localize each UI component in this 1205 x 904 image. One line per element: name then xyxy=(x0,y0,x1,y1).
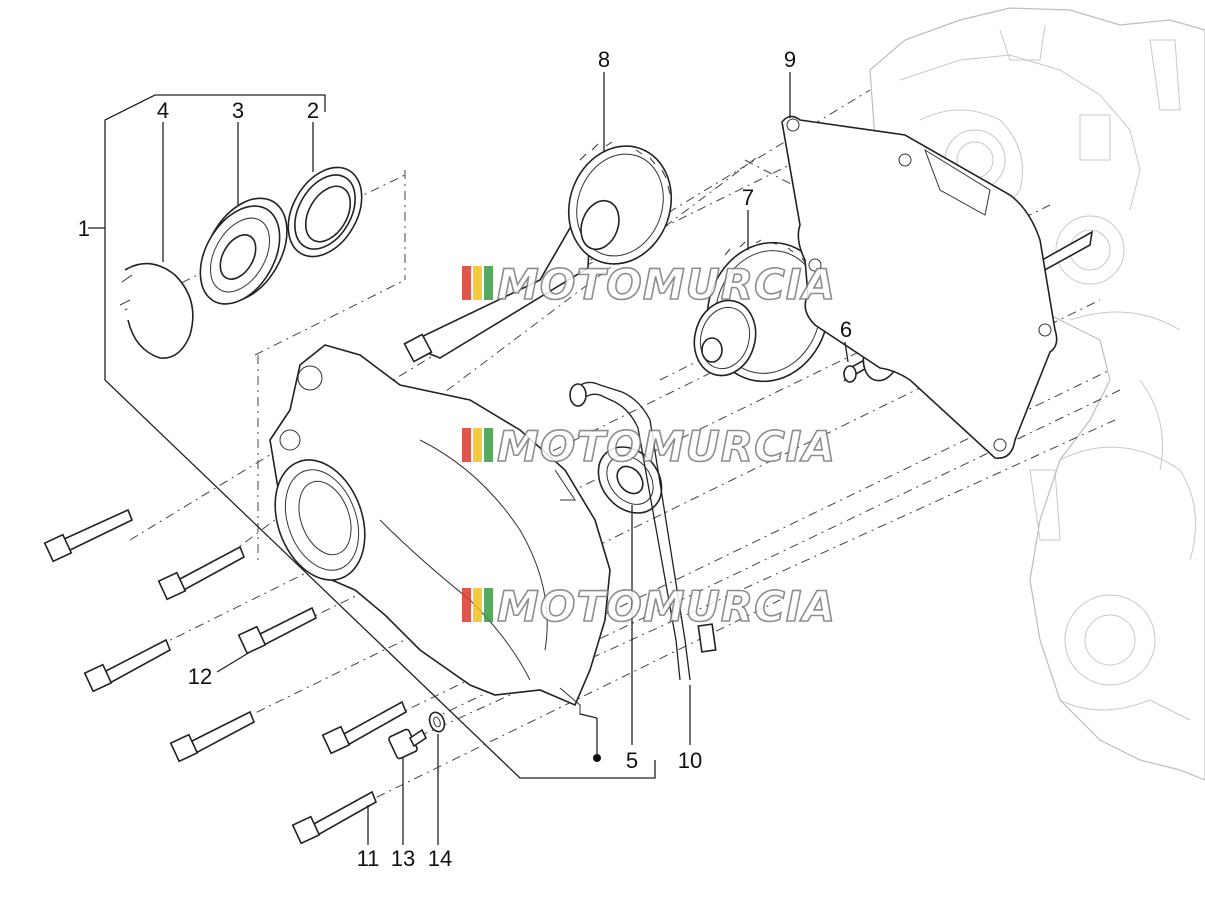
bolt xyxy=(157,545,246,601)
bolt xyxy=(237,606,318,655)
circlip-part-4 xyxy=(119,262,194,359)
bolt xyxy=(83,638,172,693)
callout-labels: 1 2 3 4 5 6 7 8 9 10 11 12 13 14 xyxy=(78,47,852,871)
flag-stripe-red xyxy=(462,428,471,462)
callout-1: 1 xyxy=(78,216,90,241)
callout-11: 11 xyxy=(357,846,380,871)
watermark-2: MOTOMURCIA xyxy=(462,421,836,472)
callout-4: 4 xyxy=(157,98,169,123)
socket-screw-part-13 xyxy=(388,728,428,760)
oil-seal-part-2 xyxy=(287,166,363,258)
flag-stripe-green xyxy=(484,588,493,622)
callout-13: 13 xyxy=(391,846,415,871)
shaft-gear-part-8 xyxy=(403,141,673,363)
callout-6: 6 xyxy=(840,317,852,342)
leader-dot xyxy=(593,754,601,762)
callout-8: 8 xyxy=(598,47,610,72)
bearing-part-3 xyxy=(199,197,288,305)
callout-5: 5 xyxy=(626,748,638,773)
callout-7: 7 xyxy=(742,185,754,210)
transmission-cover xyxy=(269,344,611,715)
bolt xyxy=(321,700,408,755)
watermark-text: MOTOMURCIA xyxy=(497,422,836,471)
leader-lines xyxy=(162,72,849,845)
callout-2: 2 xyxy=(307,98,319,123)
intermediate-gear-part-7 xyxy=(693,239,830,383)
watermark-text: MOTOMURCIA xyxy=(497,582,836,631)
group-bracket-part-1 xyxy=(88,94,656,779)
callout-10: 10 xyxy=(678,748,702,773)
gasket-part-9 xyxy=(781,115,1058,459)
watermark-3: MOTOMURCIA xyxy=(462,581,836,632)
callout-12: 12 xyxy=(188,664,212,689)
flag-stripe-green xyxy=(484,266,493,300)
flag-stripe-yellow xyxy=(473,266,482,300)
watermark-text: MOTOMURCIA xyxy=(497,260,836,309)
flag-stripe-red xyxy=(462,588,471,622)
bolts-group xyxy=(43,508,408,845)
small-bearing-part-5 xyxy=(597,446,663,514)
washer-part-14 xyxy=(428,711,446,733)
flag-stripe-yellow xyxy=(473,428,482,462)
flag-stripe-green xyxy=(484,428,493,462)
flag-stripe-yellow xyxy=(473,588,482,622)
callout-14: 14 xyxy=(428,846,452,871)
engine-block-ghost xyxy=(869,7,1205,781)
bolt xyxy=(291,790,378,845)
callout-3: 3 xyxy=(232,98,244,123)
flag-stripe-red xyxy=(462,266,471,300)
breather-pipe-part-10 xyxy=(569,381,717,681)
bolt xyxy=(169,710,256,763)
bolt xyxy=(43,508,134,563)
watermark-1: MOTOMURCIA xyxy=(462,259,836,310)
callout-9: 9 xyxy=(784,47,796,72)
